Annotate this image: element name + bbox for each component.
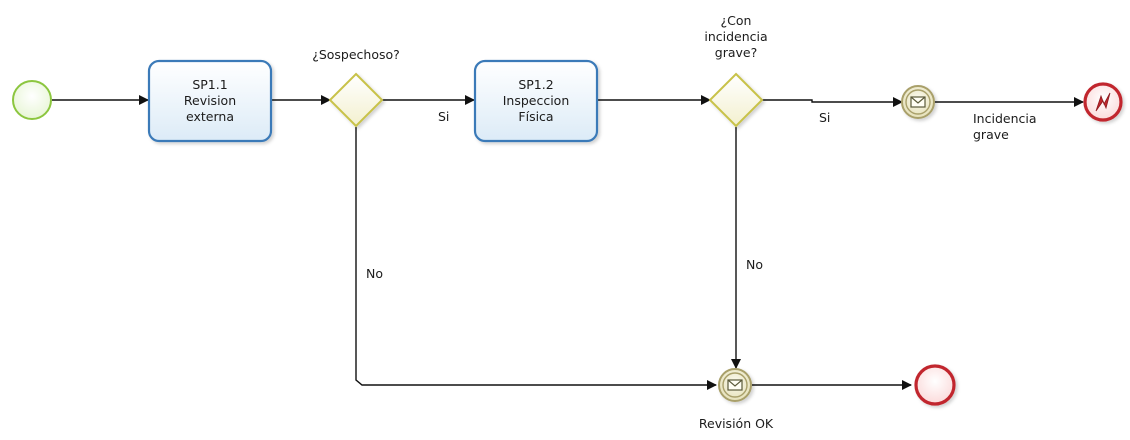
envelope-icon xyxy=(727,379,743,391)
flow-label-no-1: No xyxy=(366,266,383,281)
envelope-icon xyxy=(910,96,926,108)
gateway-sospechoso[interactable] xyxy=(328,72,384,128)
start-event[interactable] xyxy=(12,80,52,120)
revision-ok-label: Revisión OK xyxy=(698,416,774,431)
task-sp1-2-id: SP1.2 xyxy=(518,77,554,92)
task-sp1-1-line3: externa xyxy=(186,109,234,124)
task-sp1-2-line2: Inspeccion xyxy=(502,93,570,108)
gateway-sospechoso-label: ¿Sospechoso? xyxy=(312,47,400,62)
gateway-incidencia-line2: incidencia xyxy=(704,29,768,44)
flow-gateway1-no[interactable] xyxy=(355,127,717,390)
flow-gateway2-si[interactable] xyxy=(762,97,903,107)
task-sp1-2[interactable] xyxy=(473,59,599,143)
flow-label-si-2: Si xyxy=(819,110,831,125)
task-sp1-1-id: SP1.1 xyxy=(192,77,228,92)
gateway-incidencia-line1: ¿Con xyxy=(720,13,752,28)
gateway-incidencia-line3: grave? xyxy=(714,45,758,60)
flow-label-si-1: Si xyxy=(438,109,450,124)
incidencia-grave-line2: grave xyxy=(973,127,1009,142)
incidencia-grave-label: Incidencia grave xyxy=(973,111,1037,143)
end-event[interactable] xyxy=(914,364,956,406)
lightning-icon xyxy=(1095,92,1111,112)
task-sp1-1-label: SP1.1 Revision externa xyxy=(150,77,270,125)
task-sp1-1-line2: Revision xyxy=(183,93,237,108)
sequence-flows xyxy=(52,95,1084,390)
task-sp1-1[interactable] xyxy=(147,59,273,143)
task-sp1-2-line3: Física xyxy=(518,109,554,124)
gateway-incidencia-label: ¿Con incidencia grave? xyxy=(704,13,767,61)
incidencia-grave-line1: Incidencia xyxy=(973,111,1037,126)
flow-label-no-2: No xyxy=(746,257,763,272)
task-sp1-2-label: SP1.2 Inspeccion Física xyxy=(476,77,596,125)
gateway-incidencia[interactable] xyxy=(708,72,764,128)
